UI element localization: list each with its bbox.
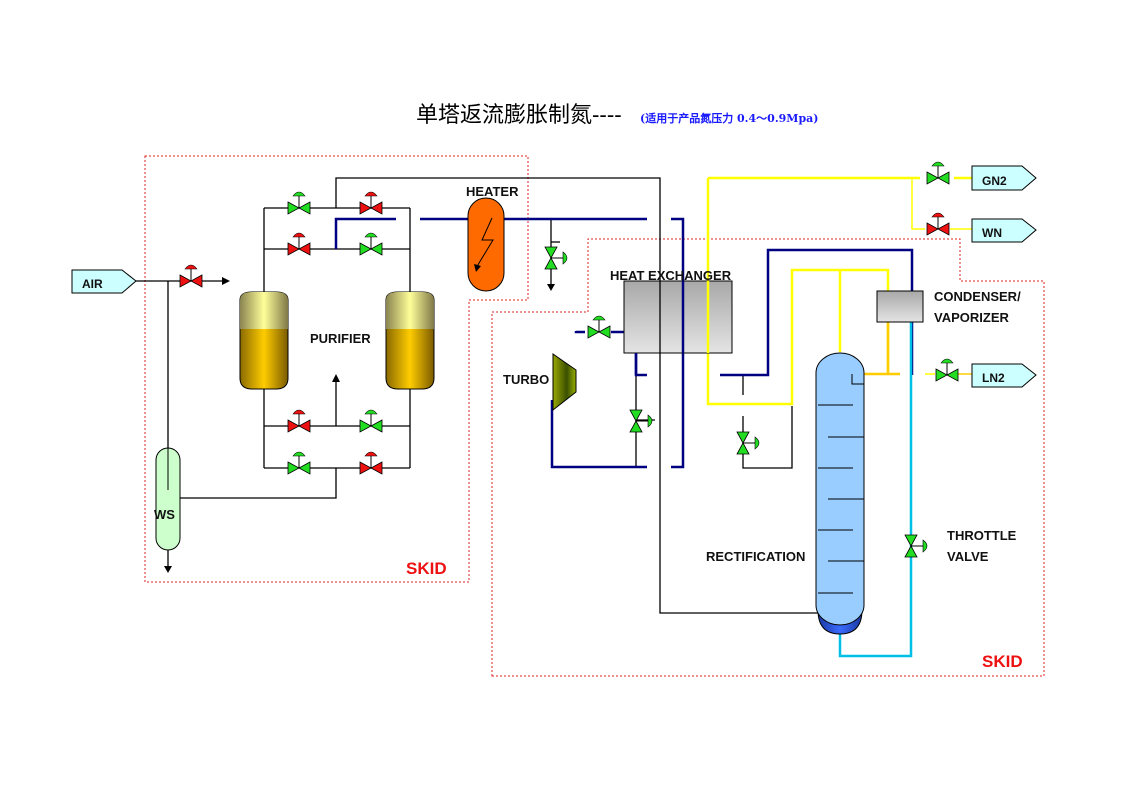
ws-drain-arrow: [164, 566, 172, 573]
purifier-vessel-left[interactable]: [239, 291, 289, 390]
valve-purifier-top-left-upper[interactable]: [287, 191, 311, 215]
heating-element-icon: [475, 217, 494, 269]
gn2-tag-label: GN2: [982, 174, 1007, 188]
condenser-label-line2: VAPORIZER: [934, 310, 1009, 325]
throttle-valve[interactable]: [904, 534, 928, 558]
ln2-tag-label: LN2: [982, 371, 1005, 385]
wn-outlet-tag[interactable]: WN: [971, 218, 1037, 243]
diagram-title: 单塔返流膨胀制氮----: [416, 103, 622, 128]
heat-exchanger-block[interactable]: [623, 280, 733, 354]
skid-boundary-pretreatment: [144, 155, 529, 583]
valve-purifier-bottom-right-upper[interactable]: [359, 409, 383, 433]
air-tag-label: AIR: [82, 277, 103, 291]
rectification-column[interactable]: [815, 352, 865, 635]
valve-wn-outlet[interactable]: [926, 212, 950, 236]
valve-purifier-bottom-left-upper[interactable]: [287, 409, 311, 433]
rectification-label: RECTIFICATION: [706, 549, 805, 564]
heater-label: HEATER: [466, 184, 519, 199]
throttle-valve-label-line2: VALVE: [947, 549, 989, 564]
valve-purifier-bottom-right-lower[interactable]: [359, 451, 383, 475]
diagram-subtitle: (适用于产品氮压力 0.4～0.9Mpa): [640, 111, 819, 125]
water-separator-vessel[interactable]: [155, 447, 181, 551]
regen-flow-arrow: [332, 374, 340, 382]
liquid-line: [838, 322, 913, 658]
valve-purifier-top-right-upper[interactable]: [359, 191, 383, 215]
waste-piping: [911, 178, 972, 375]
column-trays: [818, 404, 864, 594]
air-inlet-tag[interactable]: AIR: [71, 269, 137, 294]
turbo-label: TURBO: [503, 372, 549, 387]
product-piping: [706, 176, 972, 406]
skid-label-right: SKID: [982, 652, 1023, 671]
heater-vessel[interactable]: [467, 197, 505, 292]
turbo-bypass-valve[interactable]: [629, 409, 653, 433]
heater-vent-valve[interactable]: [544, 246, 568, 270]
heat-exchanger-label: HEAT EXCHANGER: [610, 268, 732, 283]
ln2-outlet-tag[interactable]: LN2: [971, 363, 1037, 388]
valve-air-inlet[interactable]: [179, 264, 203, 288]
ws-label: WS: [154, 507, 175, 522]
valve-ln2-outlet[interactable]: [935, 358, 959, 382]
purifier-label: PURIFIER: [310, 331, 371, 346]
condenser-vaporizer-block[interactable]: [876, 290, 924, 323]
valve-purifier-bottom-left-lower[interactable]: [287, 451, 311, 475]
expansion-valve[interactable]: [736, 431, 760, 455]
turbo-expander[interactable]: [552, 353, 577, 412]
heater-vent-arrow: [547, 284, 555, 291]
purifier-vessel-right[interactable]: [385, 291, 435, 390]
skid-boundary-coldbox: [491, 238, 1045, 677]
gn2-outlet-tag[interactable]: GN2: [971, 165, 1037, 191]
valve-gn2-outlet[interactable]: [926, 161, 950, 185]
throttle-valve-label-line1: THROTTLE: [947, 528, 1017, 543]
condenser-label-line1: CONDENSER/: [934, 289, 1021, 304]
valve-turbo-inlet[interactable]: [587, 315, 611, 339]
valve-purifier-top-right-lower[interactable]: [359, 232, 383, 256]
skid-label-left: SKID: [406, 559, 447, 578]
valve-purifier-top-left-lower[interactable]: [287, 232, 311, 256]
wn-tag-label: WN: [982, 226, 1002, 240]
air-flow-arrow: [222, 277, 230, 285]
